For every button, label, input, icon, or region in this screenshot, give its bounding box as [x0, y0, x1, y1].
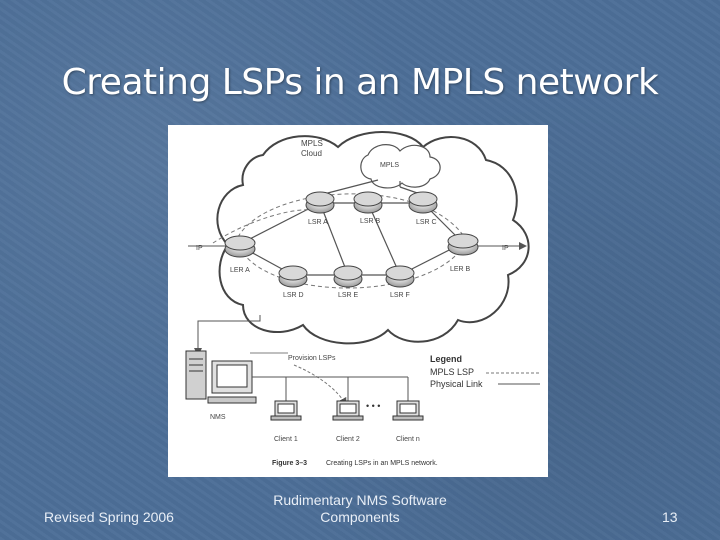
caption-label: Figure 3–3: [272, 460, 307, 467]
nms-label: NMS: [210, 414, 226, 421]
legend-title: Legend: [430, 354, 462, 364]
router-lsr-c: [408, 191, 438, 214]
inner-mpls-cloud: [360, 144, 441, 189]
mpls-diagram: MPLS Cloud MPLS LSR A LSR B LSR C LER A …: [185, 131, 540, 467]
router-ler-b: [447, 233, 479, 256]
client-2-laptop-icon: [332, 400, 364, 421]
router-ler-a: [224, 235, 256, 258]
label-lsr-e: LSR E: [338, 292, 359, 299]
client-bus: [252, 376, 409, 403]
label-lsr-c: LSR C: [416, 219, 437, 226]
router-lsr-a: [305, 191, 335, 214]
management-link: [194, 315, 261, 356]
slide-title: Creating LSPs in an MPLS network: [61, 62, 659, 103]
router-lsr-f: [385, 265, 415, 288]
mpls-figure: MPLS Cloud MPLS LSR A LSR B LSR C LER A …: [168, 125, 548, 477]
provision-arrow: [293, 364, 347, 406]
footer-center: Rudimentary NMS Software Components: [260, 492, 460, 526]
label-lsr-b: LSR B: [360, 218, 381, 225]
label-ler-a: LER A: [230, 267, 250, 274]
cloud-label-cloud: Cloud: [301, 149, 322, 158]
label-ler-b: LER B: [450, 266, 471, 273]
client-n-laptop-icon: [392, 400, 424, 421]
client-1-laptop-icon: [270, 400, 302, 421]
footer-center-line2: Components: [320, 509, 400, 525]
cloud-label-mpls: MPLS: [301, 139, 323, 148]
label-lsr-d: LSR D: [283, 292, 304, 299]
footer-center-line1: Rudimentary NMS Software: [273, 492, 447, 508]
label-lsr-a: LSR A: [308, 219, 328, 226]
inner-cloud-label: MPLS: [380, 162, 399, 169]
page-number: 13: [662, 509, 678, 525]
router-lsr-d: [278, 265, 308, 288]
legend-physical-link: Physical Link: [430, 379, 483, 389]
ip-right-label: IP: [502, 245, 509, 252]
label-lsr-f: LSR F: [390, 292, 410, 299]
clients-ellipsis: • • •: [366, 401, 380, 411]
provision-label: Provision LSPs: [288, 355, 336, 362]
client-n-label: Client n: [396, 436, 420, 443]
caption-text: Creating LSPs in an MPLS network.: [326, 460, 438, 467]
legend-mpls-lsp: MPLS LSP: [430, 367, 474, 377]
nms-workstation-icon: [185, 350, 257, 404]
client-2-label: Client 2: [336, 436, 360, 443]
footer-left: Revised Spring 2006: [44, 509, 174, 525]
router-lsr-e: [333, 265, 363, 288]
router-lsr-b: [353, 191, 383, 214]
client-1-label: Client 1: [274, 436, 298, 443]
ip-left-label: IP: [196, 245, 203, 252]
